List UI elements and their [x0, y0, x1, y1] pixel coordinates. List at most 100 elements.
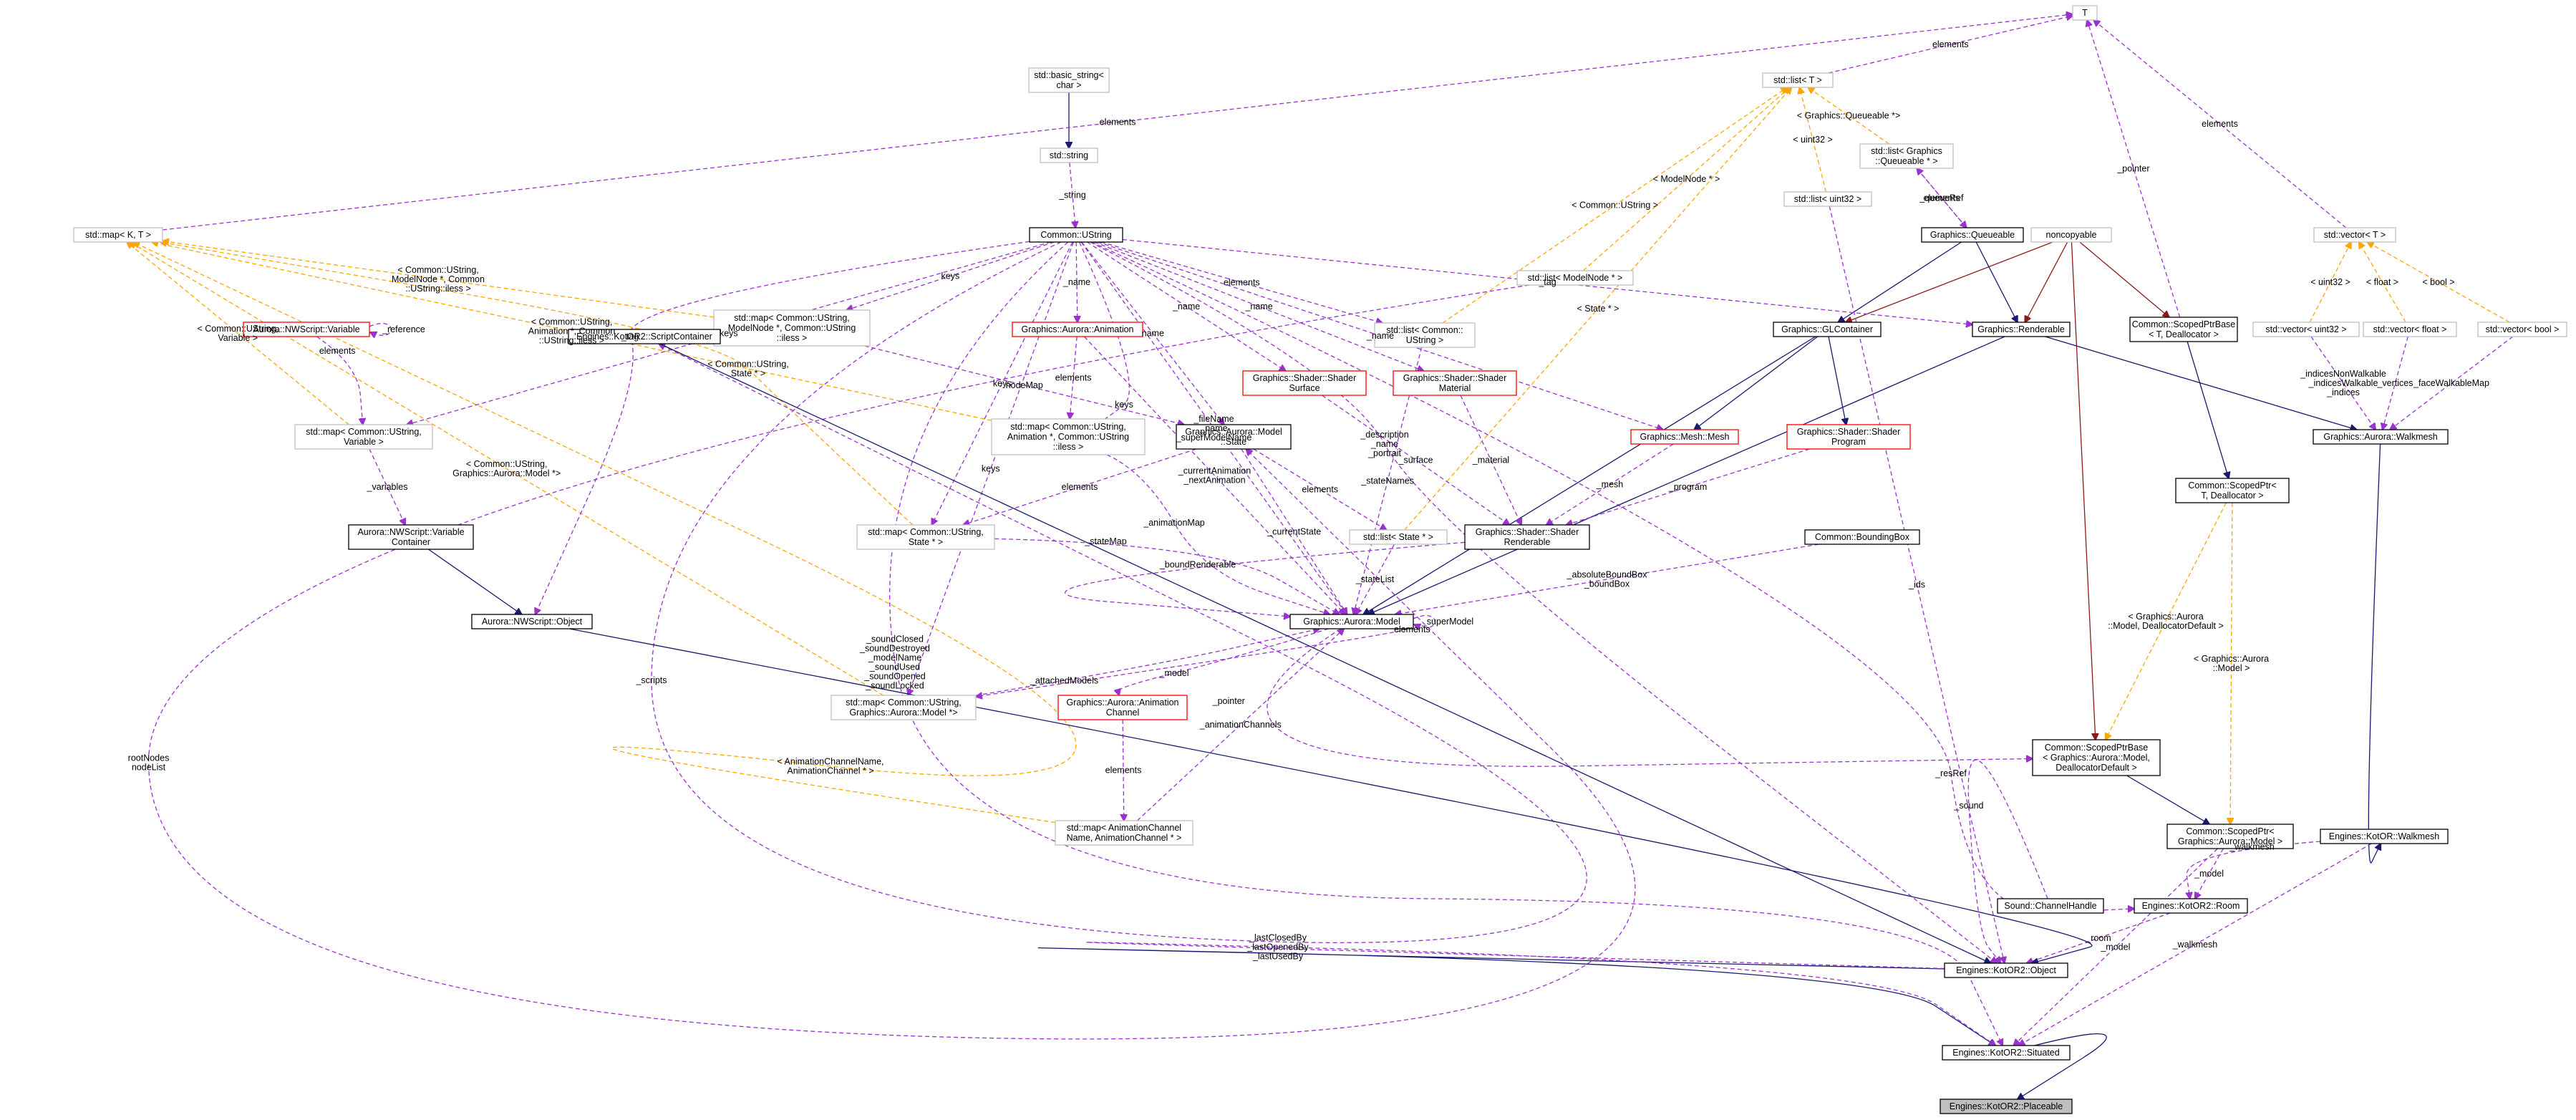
class-node-label-queueable: Graphics::Queueable [1930, 230, 2015, 240]
edge-ustring-to-mapmodel [908, 241, 1074, 695]
class-node-mapanimchannel[interactable]: std::map< AnimationChannelName, Animatio… [1055, 820, 1193, 846]
edge-label-liststate-to-stdlistT: < State * > [1577, 304, 1619, 314]
class-node-stdstring[interactable]: std::string [1040, 148, 1098, 163]
class-node-basicstr[interactable]: std::basic_string<char > [1028, 67, 1110, 93]
class-node-room[interactable]: Engines::KotOR2::Room [2134, 898, 2248, 914]
class-node-label-shadersurface: Surface [1289, 383, 1320, 393]
class-node-model[interactable]: Graphics::Aurora::Model [1289, 614, 1414, 629]
class-node-mesh[interactable]: Graphics::Mesh::Mesh [1630, 429, 1739, 445]
edge-kotorwalkmesh-to-room [2187, 841, 2321, 899]
edge-walkmesh-to-kotorwalkmesh [2368, 443, 2381, 864]
class-node-glcontainer[interactable]: Graphics::GLContainer [1773, 322, 1882, 337]
class-node-label-mapmodel: Graphics::Aurora::Model *> [849, 708, 957, 718]
class-node-mapvariable[interactable]: std::map< Common::UString,Variable > [294, 424, 433, 450]
class-node-mapmodelnode[interactable]: std::map< Common::UString,ModelNode *, C… [713, 309, 871, 347]
edge-label-kotorwalkmesh-to-situated: _walkmesh [2172, 940, 2218, 950]
edge-queueable-to-renderable [1975, 241, 2018, 322]
class-node-scopedptrT[interactable]: Common::ScopedPtr<T, Deallocator > [2175, 478, 2290, 503]
class-node-renderable[interactable]: Graphics::Renderable [1972, 322, 2071, 337]
edge-label-mapvariable-to-varcontainer: _variables [367, 482, 408, 492]
class-node-label-varcontainer: Container [392, 537, 430, 547]
edge-mapmodel-to-mapKT [130, 242, 884, 696]
class-node-scopedbaseT[interactable]: Common::ScopedPtrBase< T, Deallocator > [2129, 317, 2238, 342]
class-node-box-listuint [1783, 191, 1872, 207]
class-node-mapanim[interactable]: std::map< Common::UString,Animation *, C… [991, 418, 1146, 455]
edge-ustring-to-mesh [1097, 241, 1663, 430]
class-node-scopedbaseModel[interactable]: Common::ScopedPtrBase< Graphics::Aurora:… [2032, 739, 2161, 776]
edge-label-k2object-to-situated: _lastClosedBy_lastOpenedBy_lastUsedBy [1246, 933, 1309, 962]
class-node-walkmesh[interactable]: Graphics::Aurora::Walkmesh [2313, 429, 2449, 445]
class-node-stdlistT[interactable]: std::list< T > [1762, 72, 1834, 88]
class-node-label-glcontainer: Graphics::GLContainer [1781, 324, 1873, 334]
edge-label-model-to-scopedbaseModel: _pointer [1212, 696, 1245, 706]
class-node-listustring[interactable]: std::list< Common::UString > [1374, 322, 1476, 348]
class-node-label-mapanimchannel: std::map< AnimationChannel [1067, 823, 1181, 833]
class-node-label-model: Graphics::Aurora::Model [1303, 617, 1400, 627]
class-node-box-modelstate [1176, 424, 1292, 450]
edge-ustring-to-shadermaterial [1094, 241, 1424, 371]
edge-scopedptrModel-to-room [2195, 848, 2224, 899]
class-node-label-renderable: Graphics::Renderable [1977, 324, 2065, 334]
class-node-nwsvar[interactable]: Aurora::NWScript::Variable [243, 322, 370, 337]
class-node-situated[interactable]: Engines::KotOR2::Situated [1942, 1045, 2071, 1061]
edge-label-mapanim-to-model: _animationMap [1143, 518, 1205, 528]
class-node-label-scopedptrT: T, Deallocator > [2201, 491, 2263, 501]
class-node-scopedptrModel[interactable]: Common::ScopedPtr<Graphics::Aurora::Mode… [2166, 824, 2294, 849]
class-node-anim[interactable]: Graphics::Aurora::Animation [1012, 322, 1143, 337]
edge-label-shaderrenderable-to-model: _boundRenderable [1159, 560, 1236, 570]
class-node-listuint[interactable]: std::list< uint32 > [1783, 191, 1872, 207]
edge-ustring-to-room [1091, 241, 2134, 914]
edge-model-to-scopedbaseModel [1267, 628, 2033, 767]
edge-ustring-to-shadersurface [1087, 241, 1285, 371]
class-node-mapstate[interactable]: std::map< Common::UString,State * > [856, 524, 995, 550]
class-node-label-nwsobject: Aurora::NWScript::Object [482, 617, 583, 627]
class-node-liststate[interactable]: std::list< State * > [1349, 529, 1448, 545]
edge-nwsvar-to-nwsvar [369, 322, 392, 336]
class-node-scriptcont[interactable]: Engines::KotOR2::ScriptContainer [568, 329, 721, 344]
class-node-vecbool[interactable]: std::vector< bool > [2477, 322, 2567, 337]
class-node-listqueue[interactable]: std::list< Graphics::Queueable * > [1859, 143, 1954, 169]
class-node-listmodelnode[interactable]: std::list< ModelNode * > [1516, 270, 1634, 286]
class-node-mapKT[interactable]: std::map< K, T > [73, 227, 163, 243]
class-node-noncopy[interactable]: noncopyable [2030, 227, 2112, 243]
class-node-modelstate[interactable]: Graphics::Aurora::Model::State [1176, 424, 1292, 450]
class-node-label-shaderrenderable: Graphics::Shader::Shader [1476, 527, 1579, 537]
class-node-vecuint[interactable]: std::vector< uint32 > [2252, 322, 2360, 337]
edge-vecfloat-to-walkmesh [2383, 336, 2408, 430]
edge-ustring-to-renderable [1122, 238, 1972, 325]
edge-label-stdstring-to-ustring: _string [1058, 190, 1086, 201]
class-node-T[interactable]: T [2072, 5, 2098, 21]
class-node-placeable[interactable]: Engines::KotOR2::Placeable [1940, 1099, 2073, 1114]
class-node-kotorwalkmesh[interactable]: Engines::KotOR::Walkmesh [2320, 829, 2449, 844]
class-node-label-anim: Graphics::Aurora::Animation [1021, 324, 1133, 334]
edge-vecuint-to-vectorT [2309, 242, 2351, 323]
class-node-mapmodel[interactable]: std::map< Common::UString,Graphics::Auro… [831, 695, 977, 720]
edge-scopedptrT-to-scopedptrModel [2230, 502, 2232, 824]
class-node-label-listqueue: ::Queueable * > [1875, 156, 1937, 166]
edge-kotorwalkmesh-to-situated [2018, 843, 2372, 1046]
edge-channelhandle-to-k2object [1967, 759, 2048, 963]
class-node-ustring[interactable]: Common::UString [1029, 227, 1123, 243]
class-node-box-basicstr [1028, 67, 1110, 93]
edge-label-nwsvar-to-nwsvar: _reference [382, 324, 425, 334]
class-node-label-stdstring: std::string [1050, 150, 1088, 160]
class-node-animchannel[interactable]: Graphics::Aurora::AnimationChannel [1057, 695, 1188, 720]
class-node-queueable[interactable]: Graphics::Queueable [1921, 227, 2024, 243]
edge-label-ustring-to-renderable: _tag [1538, 277, 1556, 287]
edge-label-scopedptrT-to-scopedptrModel: < Graphics::Aurora::Model > [2194, 654, 2269, 673]
class-node-box-anim [1012, 322, 1143, 337]
class-node-vectorT[interactable]: std::vector< T > [2313, 227, 2396, 243]
class-node-bbox[interactable]: Common::BoundingBox [1804, 529, 1920, 545]
class-node-k2object[interactable]: Engines::KotOR2::Object [1944, 962, 2068, 978]
class-node-box-mapKT [73, 227, 163, 243]
class-node-box-varcontainer [348, 524, 474, 550]
class-node-nwsobject[interactable]: Aurora::NWScript::Object [471, 614, 593, 629]
class-node-vecfloat[interactable]: std::vector< float > [2363, 322, 2457, 337]
class-node-channelhandle[interactable]: Sound::ChannelHandle [1997, 898, 2104, 914]
